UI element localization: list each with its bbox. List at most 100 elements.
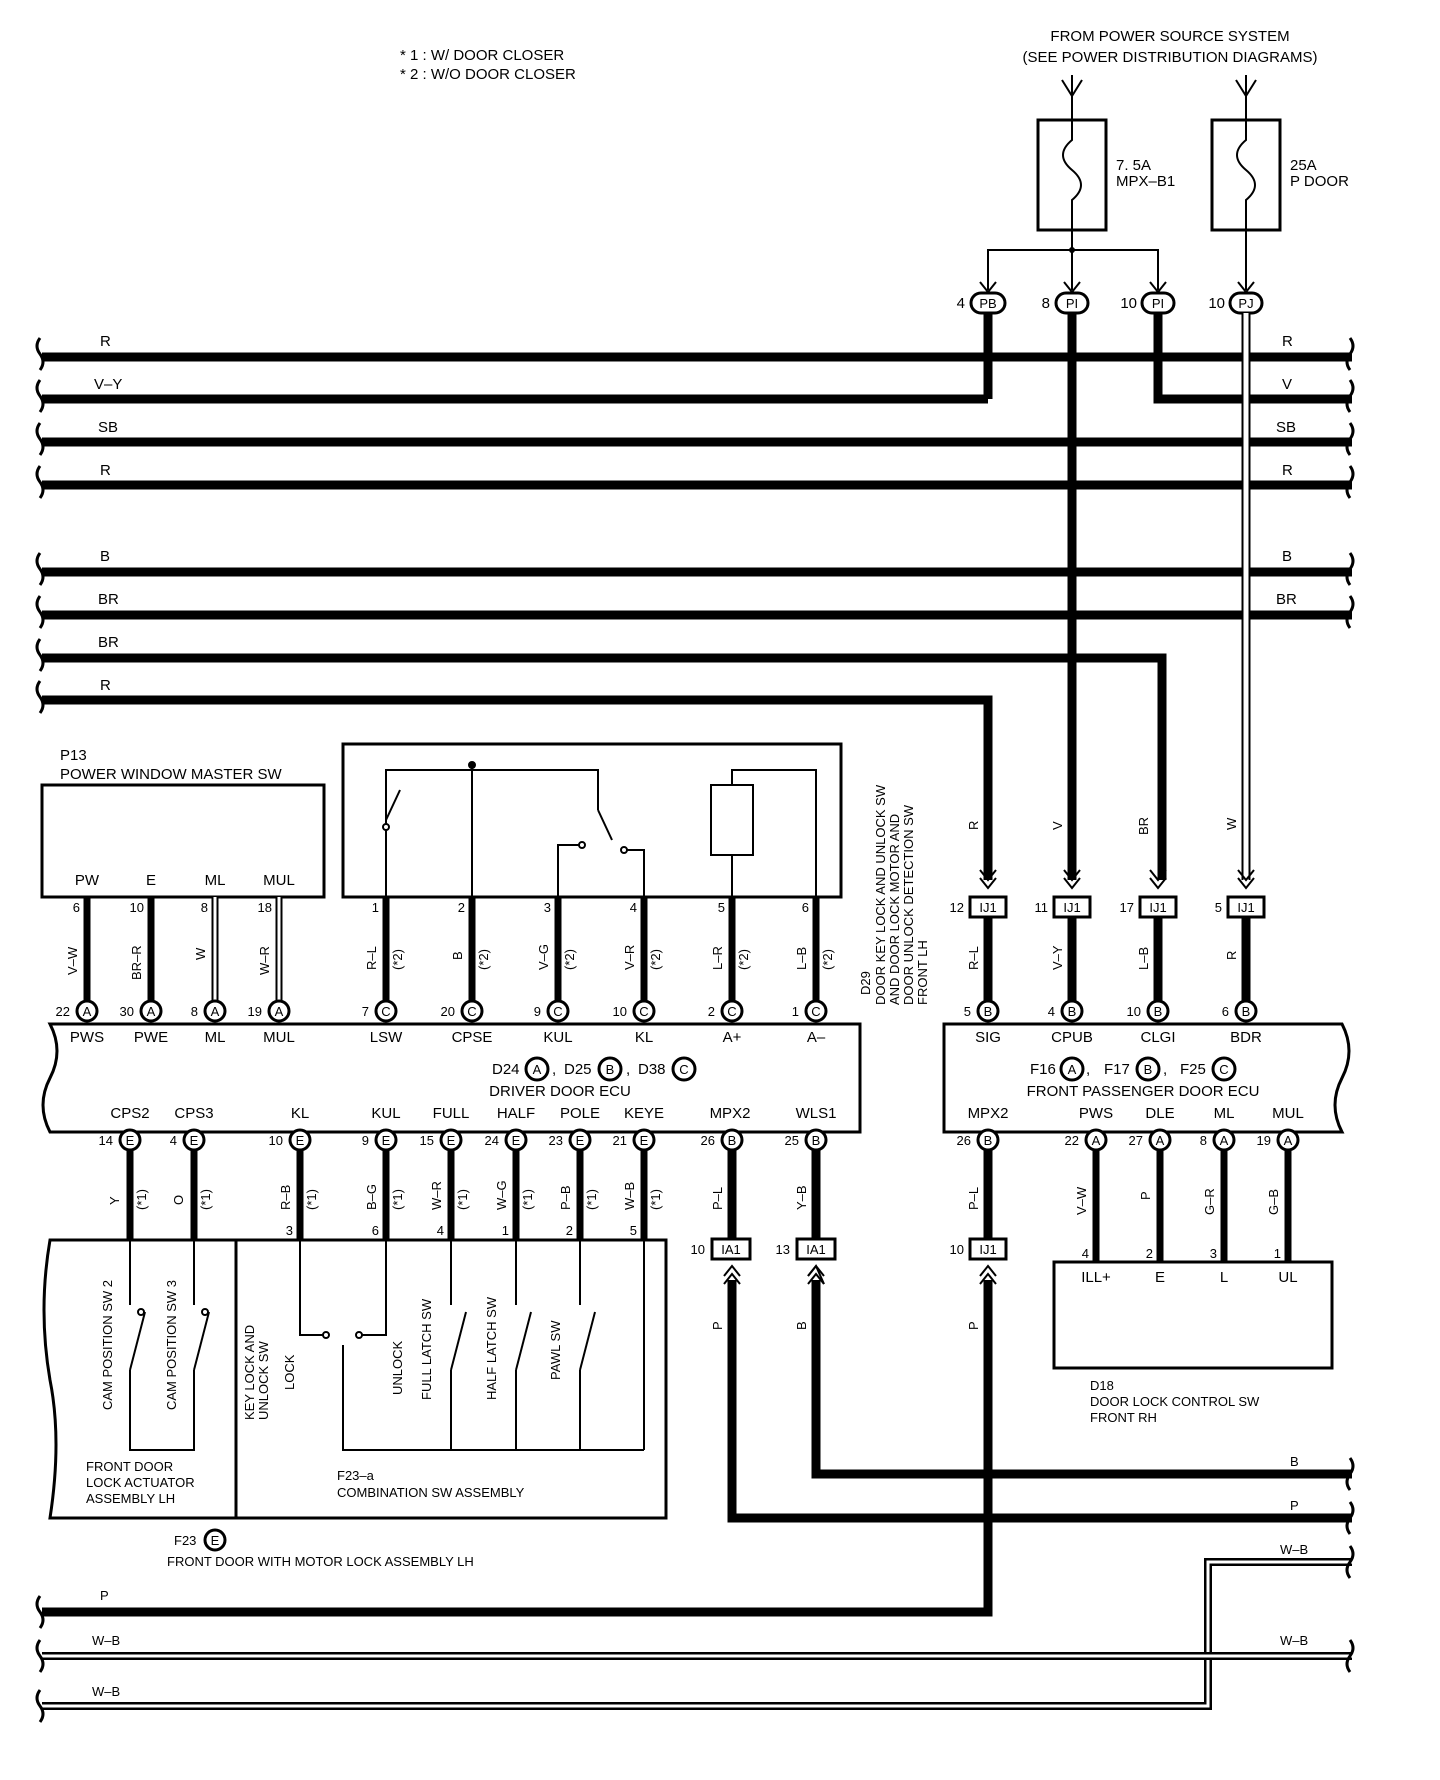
svg-text:L: L (1220, 1269, 1228, 1286)
svg-text:A–: A– (807, 1029, 826, 1046)
svg-text:D25: D25 (564, 1061, 592, 1078)
pass-ecu-top-terminals: SIG CPUB CLGI BDR (975, 1029, 1262, 1046)
svg-text:B: B (1154, 1004, 1163, 1019)
svg-text:ML: ML (205, 1029, 226, 1046)
svg-text:4: 4 (630, 900, 637, 915)
svg-text:R–B: R–B (278, 1185, 293, 1210)
svg-text:HALF: HALF (497, 1105, 535, 1122)
pass-ecu-bottom-terminals: MPX2 PWS DLE ML MUL (968, 1105, 1304, 1122)
svg-text:KUL: KUL (543, 1029, 572, 1046)
svg-text:B: B (984, 1004, 993, 1019)
svg-text:(*2): (*2) (648, 949, 663, 970)
svg-text:IJ1: IJ1 (1063, 900, 1080, 915)
ij1-connectors: 12 IJ1 11 IJ1 17 IJ1 5 IJ1 (950, 895, 1266, 919)
svg-text:ML: ML (1214, 1105, 1235, 1122)
d29-name-4: FRONT LH (915, 940, 930, 1005)
combo-pins: 3 6 4 1 2 5 (286, 1223, 637, 1238)
svg-text:R: R (1224, 951, 1239, 960)
svg-text:D38: D38 (638, 1061, 666, 1078)
d29-box (341, 742, 843, 899)
svg-text:L–B: L–B (794, 947, 809, 970)
connector-pi-10: 10 PI (1120, 291, 1176, 315)
svg-text:PI: PI (1066, 296, 1078, 311)
svg-text:A: A (1068, 1062, 1077, 1077)
svg-text:8: 8 (191, 1004, 198, 1019)
svg-text:1: 1 (502, 1223, 509, 1238)
svg-text:6: 6 (1222, 1004, 1229, 1019)
svg-text:KEYE: KEYE (624, 1105, 664, 1122)
svg-text:LOCK: LOCK (282, 1354, 297, 1390)
svg-text:A: A (1220, 1133, 1229, 1148)
svg-text:CPS2: CPS2 (110, 1105, 149, 1122)
combo-code: F23–a (337, 1468, 375, 1483)
svg-text:E: E (576, 1133, 585, 1148)
ij1-upper-wire-labels: R V BR W (966, 817, 1239, 835)
svg-text:6: 6 (372, 1223, 379, 1238)
svg-text:W: W (1224, 817, 1239, 830)
svg-text:4: 4 (437, 1223, 444, 1238)
svg-text:G–R: G–R (1202, 1188, 1217, 1215)
svg-text:PW: PW (75, 872, 100, 889)
svg-text:L–R: L–R (710, 946, 725, 970)
svg-text:FULL: FULL (433, 1105, 470, 1122)
svg-text:IJ1: IJ1 (1237, 900, 1254, 915)
svg-text:(*2): (*2) (820, 949, 835, 970)
bus-right-label: B (1282, 548, 1292, 565)
bottom-left-wb2: W–B (92, 1684, 120, 1699)
pass-ecu-connectors: F16 A , F17 B , F25 C (1030, 1056, 1237, 1082)
svg-text:C: C (811, 1004, 820, 1019)
driver-ecu-bottom-terminals: CPS2 CPS3 KL KUL FULL HALF POLE KEYE MPX… (110, 1105, 836, 1122)
svg-text:14: 14 (99, 1133, 113, 1148)
svg-text:2: 2 (458, 900, 465, 915)
svg-text:1: 1 (1274, 1246, 1281, 1261)
ij1-bottom-wire: P (966, 1321, 981, 1330)
svg-text:E: E (211, 1533, 220, 1548)
p13-wire-labels: V–W BR–R W W–R (65, 945, 272, 980)
svg-text:E: E (190, 1133, 199, 1148)
svg-text:PI: PI (1152, 296, 1164, 311)
svg-text:4: 4 (957, 295, 965, 312)
svg-text:11: 11 (1035, 900, 1049, 915)
connector-pi-8: 8 PI (1042, 291, 1090, 315)
svg-text:(*1): (*1) (198, 1189, 213, 1210)
p13-terminals: PW E ML MUL (75, 872, 295, 889)
fuse2-name: P DOOR (1290, 173, 1349, 190)
p13-box (40, 783, 326, 899)
svg-text:(*1): (*1) (304, 1189, 319, 1210)
svg-text:C: C (1219, 1062, 1228, 1077)
bottom-right-wb1: W–B (1280, 1542, 1308, 1557)
svg-text:Y: Y (107, 1196, 122, 1205)
bus-left-label: SB (98, 419, 118, 436)
bus-right-label: SB (1276, 419, 1296, 436)
svg-text:IJ1: IJ1 (1149, 900, 1166, 915)
svg-text:ML: ML (205, 872, 226, 889)
svg-text:10: 10 (130, 900, 144, 915)
fuse1-name: MPX–B1 (1116, 173, 1175, 190)
svg-text:15: 15 (420, 1133, 434, 1148)
note-2: * 2 : W/O DOOR CLOSER (400, 66, 576, 83)
svg-text:5: 5 (1215, 900, 1222, 915)
svg-text:,: , (552, 1061, 556, 1078)
svg-text:B: B (450, 951, 465, 960)
svg-text:V–R: V–R (622, 945, 637, 970)
svg-text:(*2): (*2) (476, 949, 491, 970)
svg-text:(*1): (*1) (390, 1189, 405, 1210)
d29-name-2: AND DOOR LOCK MOTOR AND (887, 814, 902, 1005)
assembly-label: F23 E FRONT DOOR WITH MOTOR LOCK ASSEMBL… (167, 1528, 474, 1569)
ij1-lower-wire-labels: R–L V–Y L–B R (966, 945, 1239, 970)
combo-name: COMBINATION SW ASSEMBLY (337, 1485, 525, 1500)
svg-text:V–W: V–W (1074, 1186, 1089, 1215)
svg-text:19: 19 (248, 1004, 262, 1019)
pass-lower-wire-labels: P–L V–W P G–R G–B (966, 1186, 1281, 1215)
bus-right-label: BR (1276, 591, 1297, 608)
svg-text:KEY LOCK AND: KEY LOCK AND (242, 1325, 257, 1420)
driver-ecu-connectors: D24 A , D25 B , D38 C (492, 1056, 697, 1082)
svg-text:B: B (1144, 1062, 1153, 1077)
driver-ecu-bottom-connectors: 14 E 4 E 10 E 9 E 15 E 24 E 23 E 21 E 26… (99, 1128, 828, 1152)
svg-text:MPX2: MPX2 (968, 1105, 1009, 1122)
svg-text:9: 9 (534, 1004, 541, 1019)
svg-text:30: 30 (120, 1004, 134, 1019)
svg-text:C: C (727, 1004, 736, 1019)
bottom-right-p: P (1290, 1498, 1299, 1513)
svg-text:PB: PB (979, 296, 996, 311)
